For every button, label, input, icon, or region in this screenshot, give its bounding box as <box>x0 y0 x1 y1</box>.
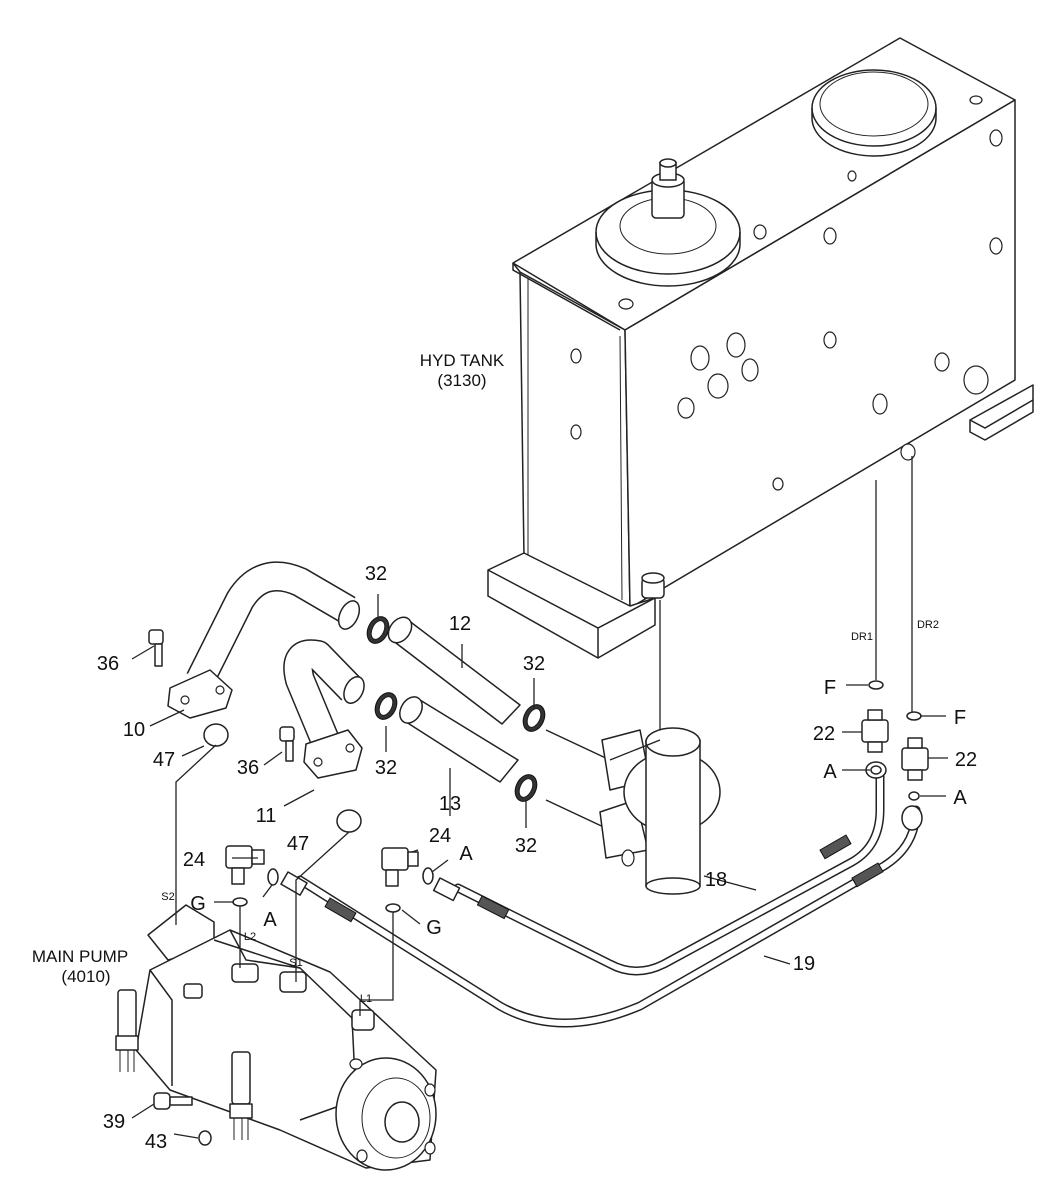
callout-32-mid: 32 <box>375 757 397 779</box>
main-pump-name: MAIN PUMP <box>32 947 128 966</box>
callout-47-top: 47 <box>153 749 175 771</box>
callout-11: 11 <box>256 805 277 827</box>
suction-manifold <box>545 727 721 895</box>
port-s2: S2 <box>161 891 174 903</box>
drain-leader-lines <box>659 456 913 740</box>
callout-36-top: 36 <box>97 653 119 675</box>
port-dr2: DR2 <box>917 619 939 631</box>
port-l1: L1 <box>360 993 372 1005</box>
callout-39: 39 <box>103 1111 125 1133</box>
callout-13: 13 <box>439 793 461 815</box>
callout-32-top: 32 <box>365 563 387 585</box>
hyd-tank-code: (3130) <box>437 371 486 390</box>
callout-19: 19 <box>793 953 815 975</box>
leader-lines <box>131 594 948 1139</box>
hose-clamps-32 <box>366 616 546 802</box>
port-dr1: DR1 <box>851 631 873 643</box>
port-s1: S1 <box>289 957 302 969</box>
callout-12: 12 <box>449 613 471 635</box>
callout-a-pump-right: A <box>459 843 473 865</box>
callout-g-right: G <box>426 917 442 939</box>
hydraulic-tank <box>487 37 1034 659</box>
fitting-22-left <box>861 709 889 753</box>
hose-19 <box>280 805 923 1028</box>
callout-36-mid: 36 <box>237 757 259 779</box>
rubber-hose-12 <box>387 616 521 725</box>
callout-a-tank-left: A <box>823 761 837 783</box>
hose-18 <box>432 761 887 976</box>
callout-22-left: 22 <box>813 723 835 745</box>
callout-47-bottom: 47 <box>287 833 309 855</box>
elbow-fitting-24-left <box>225 845 265 885</box>
callout-a-tank-right: A <box>953 787 967 809</box>
fitting-22-right <box>901 737 929 781</box>
callout-f-left: F <box>824 677 836 699</box>
port-l2: L2 <box>244 931 256 943</box>
callout-a-pump-left: A <box>263 909 277 931</box>
o-ring-47-upper <box>203 723 229 747</box>
callout-32-right-top: 32 <box>523 653 545 675</box>
o-ring-47-lower <box>336 809 362 833</box>
callout-g-left: G <box>190 893 206 915</box>
bolt-36-middle <box>279 726 295 762</box>
rubber-hose-13 <box>399 696 519 783</box>
callout-10: 10 <box>123 719 145 741</box>
elbow-fitting-24-right <box>381 847 419 887</box>
hyd-tank-name: HYD TANK <box>420 351 505 370</box>
callout-32-bottom: 32 <box>515 835 537 857</box>
bolt-39 <box>153 1092 193 1110</box>
callout-43: 43 <box>145 1131 167 1153</box>
main-pump <box>115 904 437 1171</box>
main-pump-code: (4010) <box>61 967 110 986</box>
callout-f-right: F <box>954 707 966 729</box>
washer-43 <box>198 1130 212 1146</box>
suction-pipe-11 <box>283 639 365 779</box>
callout-18: 18 <box>705 869 727 891</box>
callout-24-left: 24 <box>183 849 205 871</box>
callout-22-right: 22 <box>955 749 977 771</box>
bolt-36-upper <box>148 629 164 667</box>
o-rings-pump-side <box>232 867 434 913</box>
suction-pipe-10 <box>167 561 361 719</box>
callout-24-right: 24 <box>429 825 451 847</box>
